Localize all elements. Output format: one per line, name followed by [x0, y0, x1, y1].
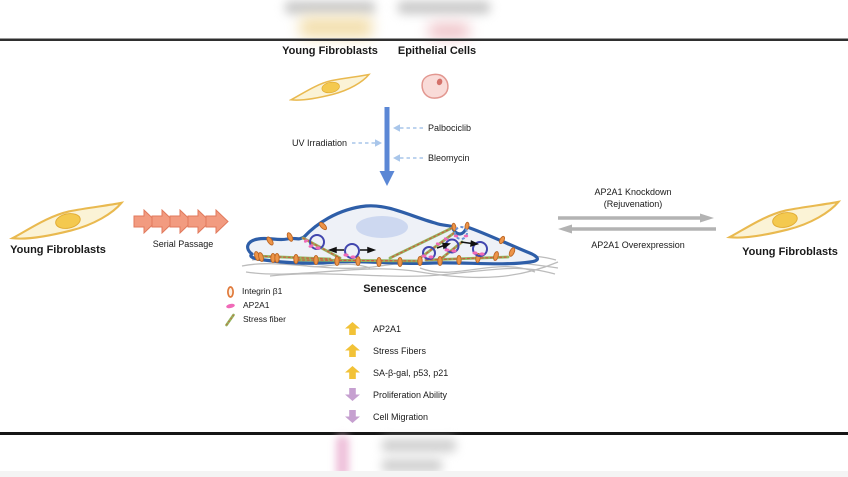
ap2a1-overexpression-label: AP2A1 Overexpression	[591, 240, 685, 250]
legend-item-ap2a1: AP2A1	[225, 299, 269, 312]
panel-bottom-border-dark	[0, 432, 848, 435]
legend-label-stress-fiber: Stress fiber	[243, 313, 286, 324]
blurred-text-top-right	[398, 1, 490, 14]
epithelial-cell	[421, 73, 449, 99]
senescent-cell-nucleus	[356, 216, 408, 238]
down-arrow-icon	[345, 388, 360, 401]
senescence-changes-list: AP2A1 Stress Fibers SA-β-gal, p53, p21 P…	[345, 322, 448, 432]
invagination-vesicle	[454, 226, 468, 240]
down-arrow-icon	[345, 410, 360, 423]
blurred-text-top-left	[285, 1, 375, 14]
fibroblast-nucleus	[55, 213, 81, 229]
fibroblast-nucleus	[321, 81, 340, 94]
young-fibroblast-cell-right	[725, 200, 842, 239]
blurred-fibroblast-top	[300, 17, 372, 38]
ap2a1-dots	[303, 234, 485, 259]
induction-arrow	[379, 107, 395, 186]
change-row-migration: Cell Migration	[345, 410, 448, 423]
top-young-fibroblasts-label: Young Fibroblasts	[282, 45, 378, 57]
blurred-text-bottom-1	[382, 439, 456, 452]
young-fibroblast-cell-left	[8, 201, 125, 240]
blurred-text-bottom-2	[382, 459, 442, 472]
left-young-fibroblasts-label: Young Fibroblasts	[10, 244, 106, 256]
change-row-stress-fibers: Stress Fibers	[345, 344, 448, 357]
legend-label-ap2a1: AP2A1	[243, 299, 270, 310]
ap2a1-icon	[226, 303, 235, 308]
up-arrow-icon	[345, 366, 360, 379]
palbociclib-label: Palbociclib	[428, 123, 472, 133]
epithelial-nucleus	[436, 78, 443, 86]
movement-arrows	[327, 240, 480, 254]
change-label: Proliferation Ability	[373, 389, 448, 400]
stress-fiber-icon	[225, 313, 235, 326]
legend-item-integrin: Integrin β1	[226, 285, 282, 298]
panel-top-border-dark	[0, 39, 848, 41]
bottom-strip	[0, 471, 848, 477]
legend-item-stress-fiber: Stress fiber	[224, 313, 286, 326]
senescence-label: Senescence	[363, 283, 427, 295]
change-label: SA-β-gal, p53, p21	[373, 367, 449, 378]
change-label: Stress Fibers	[373, 345, 427, 356]
knockdown-overexpression-arrows	[558, 213, 716, 234]
blurred-epithelial-top	[429, 23, 469, 39]
rejuvenation-label: (Rejuvenation)	[603, 199, 663, 209]
serial-passage-label: Serial Passage	[152, 239, 214, 249]
change-label: Cell Migration	[373, 411, 429, 422]
up-arrow-icon	[345, 344, 360, 357]
serial-passage-arrows	[133, 209, 229, 234]
blurred-arrow-column-bottom	[336, 436, 349, 477]
bleomycin-dashed-arrow	[393, 154, 423, 162]
change-row-sabgal: SA-β-gal, p53, p21	[345, 366, 448, 379]
integrin-b1-icon	[227, 285, 234, 298]
uv-irradiation-label: UV Irradiation	[291, 138, 347, 148]
change-label: AP2A1	[373, 323, 402, 334]
senescent-cell-diagram	[241, 204, 559, 279]
young-fibroblast-cell-top	[289, 73, 371, 101]
uv-dashed-arrow	[352, 139, 382, 147]
panel-top-border	[0, 38, 848, 39]
change-row-ap2a1: AP2A1	[345, 322, 448, 335]
epithelial-cells-label: Epithelial Cells	[397, 45, 477, 57]
integrin-cluster	[254, 221, 516, 268]
ap2a1-knockdown-label: AP2A1 Knockdown	[594, 187, 672, 197]
fibroblast-nucleus	[772, 212, 798, 228]
palbociclib-dashed-arrow	[393, 124, 423, 132]
legend-label-integrin: Integrin β1	[242, 285, 283, 296]
change-row-proliferation: Proliferation Ability	[345, 388, 448, 401]
right-young-fibroblasts-label: Young Fibroblasts	[742, 246, 838, 258]
bleomycin-label: Bleomycin	[428, 153, 470, 163]
up-arrow-icon	[345, 322, 360, 335]
